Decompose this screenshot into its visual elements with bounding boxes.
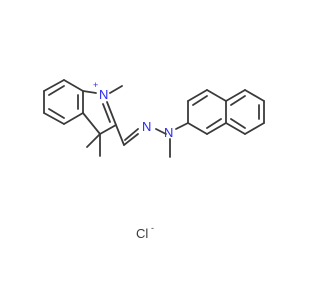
chloride-charge: - [151, 223, 154, 233]
double-bond-inner [102, 103, 111, 123]
bond [82, 90, 97, 94]
bond [99, 124, 117, 135]
double-bond-inner [192, 95, 208, 106]
atom-labels: N + N N Cl - [93, 80, 173, 241]
bond [63, 79, 84, 92]
azine-nitrogen-2-label: N [164, 125, 173, 140]
n-methyl-bond [109, 85, 123, 94]
indole-nitrogen-charge: + [93, 80, 98, 90]
bond [244, 122, 265, 135]
double-bond-inner [48, 108, 65, 119]
indoline-five-ring [82, 85, 123, 157]
bond [63, 112, 84, 125]
bond [225, 89, 246, 102]
bond [43, 112, 65, 125]
chloride-label: Cl [136, 226, 148, 241]
indoline-benzene-ring [43, 79, 84, 125]
naphthalene-ring [187, 89, 265, 135]
double-bond-inner [230, 95, 246, 106]
bond [206, 89, 227, 102]
bond [244, 89, 265, 102]
double-bond-inner [206, 118, 222, 129]
bond [155, 128, 167, 135]
bond [225, 122, 246, 135]
bond [187, 122, 208, 135]
bond [82, 112, 101, 135]
bond [187, 89, 208, 102]
azine-nitrogen-1-label: N [142, 119, 151, 134]
bond [106, 101, 117, 126]
gem-dimethyl-bond [86, 133, 101, 148]
double-bond [123, 133, 139, 146]
bond [43, 79, 65, 92]
azine-linker [115, 122, 189, 158]
indole-nitrogen-label: N [99, 87, 108, 102]
double-bond-inner [230, 118, 246, 129]
bond [115, 124, 125, 146]
molecule-drawing: N + N N Cl - [43, 79, 265, 241]
bond [206, 122, 227, 135]
double-bond [124, 128, 139, 141]
bond [175, 122, 189, 130]
double-bond-inner [48, 85, 65, 96]
structure-canvas: N + N N Cl - [43, 79, 265, 241]
